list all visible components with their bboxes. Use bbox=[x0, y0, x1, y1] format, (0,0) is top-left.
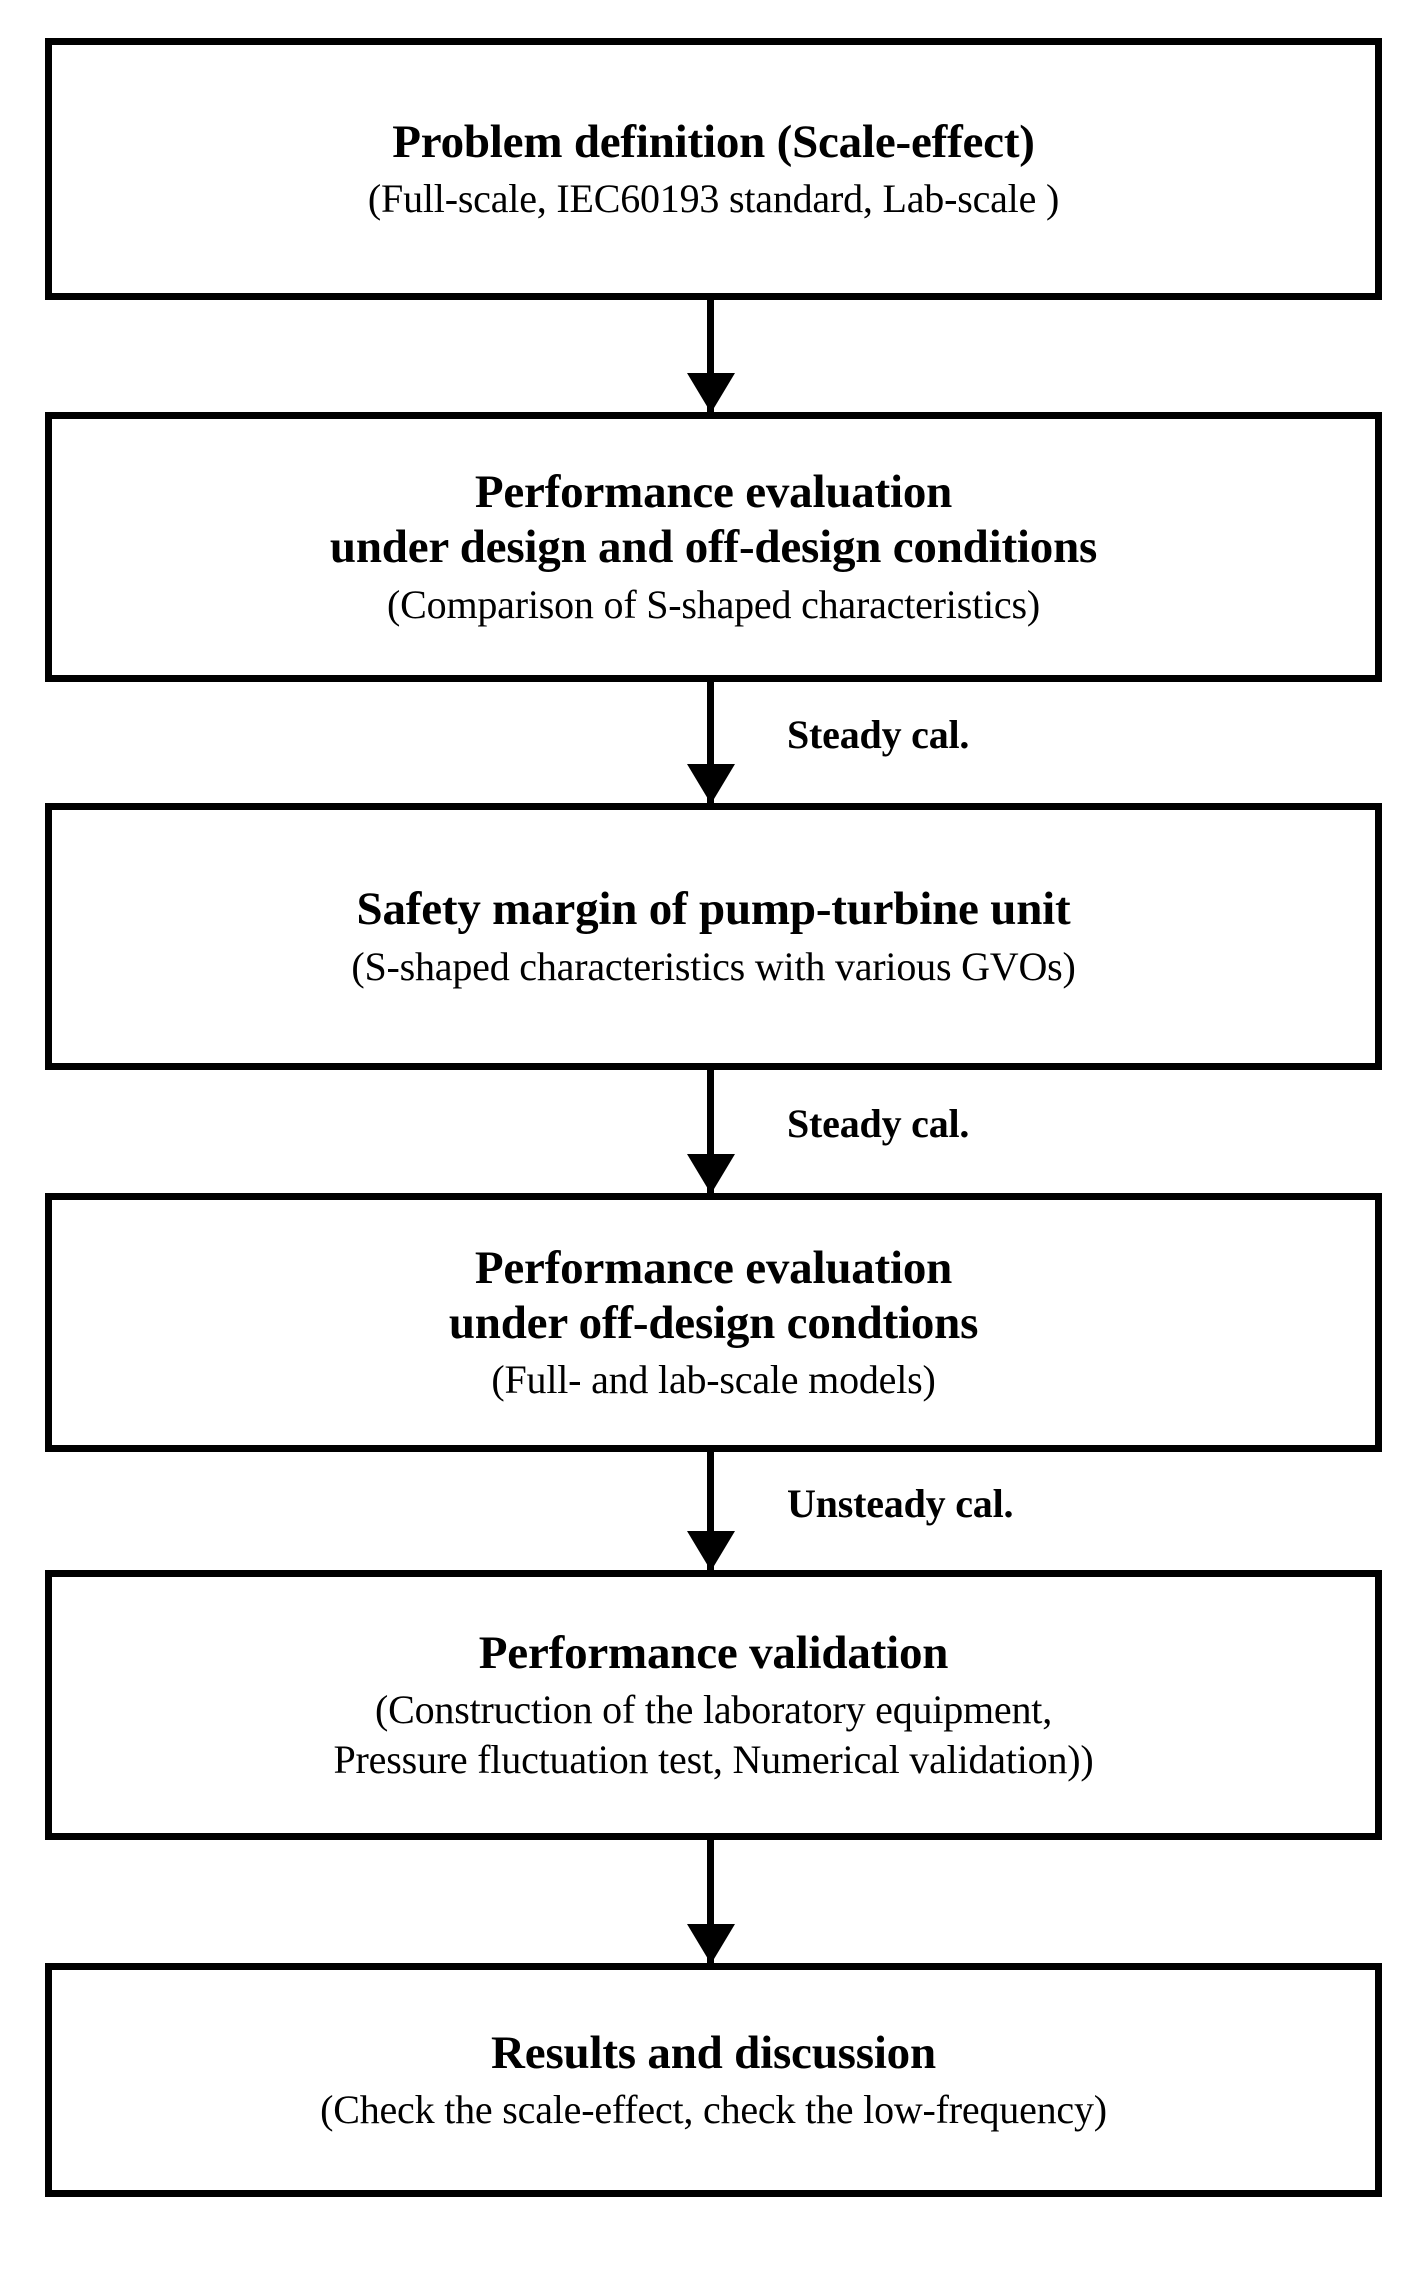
flow-arrow-3 bbox=[686, 1070, 735, 1194]
flow-node-title: Safety margin of pump-turbine unit bbox=[356, 883, 1071, 935]
flow-node-title-line1: Performance evaluation bbox=[474, 1241, 953, 1294]
flow-node-subtitle: (Comparison of S-shaped characteristics) bbox=[387, 581, 1040, 627]
flow-node-results-and-discussion[interactable]: Results and discussion (Check the scale-… bbox=[45, 1963, 1382, 2197]
flow-node-performance-validation[interactable]: Performance validation (Construction of … bbox=[45, 1570, 1382, 1840]
flow-node-title-line2: under design and off-design conditions bbox=[329, 521, 1098, 573]
flow-node-title: Problem definition (Scale-effect) bbox=[392, 115, 1035, 168]
flow-node-title: Performance validation bbox=[478, 1626, 949, 1679]
flow-edge-label-4: Unsteady cal. bbox=[787, 1481, 1014, 1526]
arrowhead-icon bbox=[686, 1531, 735, 1571]
flow-node-subtitle: (S-shaped characteristics with various G… bbox=[351, 943, 1076, 989]
flow-node-performance-evaluation-offdesign[interactable]: Performance evaluation under off-design … bbox=[45, 1193, 1382, 1452]
flow-node-subtitle-line1: (Construction of the laboratory equipmen… bbox=[375, 1687, 1052, 1733]
flow-node-title-line2: under off-design condtions bbox=[448, 1296, 979, 1349]
flow-node-subtitle-line2: Pressure fluctuation test, Numerical val… bbox=[333, 1737, 1094, 1783]
flow-edge-label-2: Steady cal. bbox=[787, 712, 970, 757]
flow-node-subtitle: (Full- and lab-scale models) bbox=[491, 1357, 936, 1403]
flow-node-performance-evaluation-design-offdesign[interactable]: Performance evaluation under design and … bbox=[45, 412, 1382, 682]
flow-node-subtitle: (Full-scale, IEC60193 standard, Lab-scal… bbox=[367, 176, 1060, 222]
flow-arrow-5 bbox=[686, 1840, 735, 1964]
flow-node-safety-margin[interactable]: Safety margin of pump-turbine unit (S-sh… bbox=[45, 803, 1382, 1070]
flow-node-title-line1: Performance evaluation bbox=[474, 466, 953, 519]
flow-arrow-4 bbox=[686, 1452, 735, 1571]
flow-edge-label-3: Steady cal. bbox=[787, 1101, 970, 1146]
flow-arrow-2 bbox=[686, 682, 735, 804]
flow-node-subtitle: (Check the scale-effect, check the low-f… bbox=[320, 2087, 1107, 2133]
arrowhead-icon bbox=[686, 764, 735, 804]
flow-node-problem-definition[interactable]: Problem definition (Scale-effect) (Full-… bbox=[45, 38, 1382, 300]
flow-node-title: Results and discussion bbox=[491, 2026, 936, 2079]
arrowhead-icon bbox=[686, 1154, 735, 1194]
flow-arrow-1 bbox=[686, 300, 735, 413]
arrowhead-icon bbox=[686, 373, 735, 413]
arrowhead-icon bbox=[686, 1924, 735, 1964]
